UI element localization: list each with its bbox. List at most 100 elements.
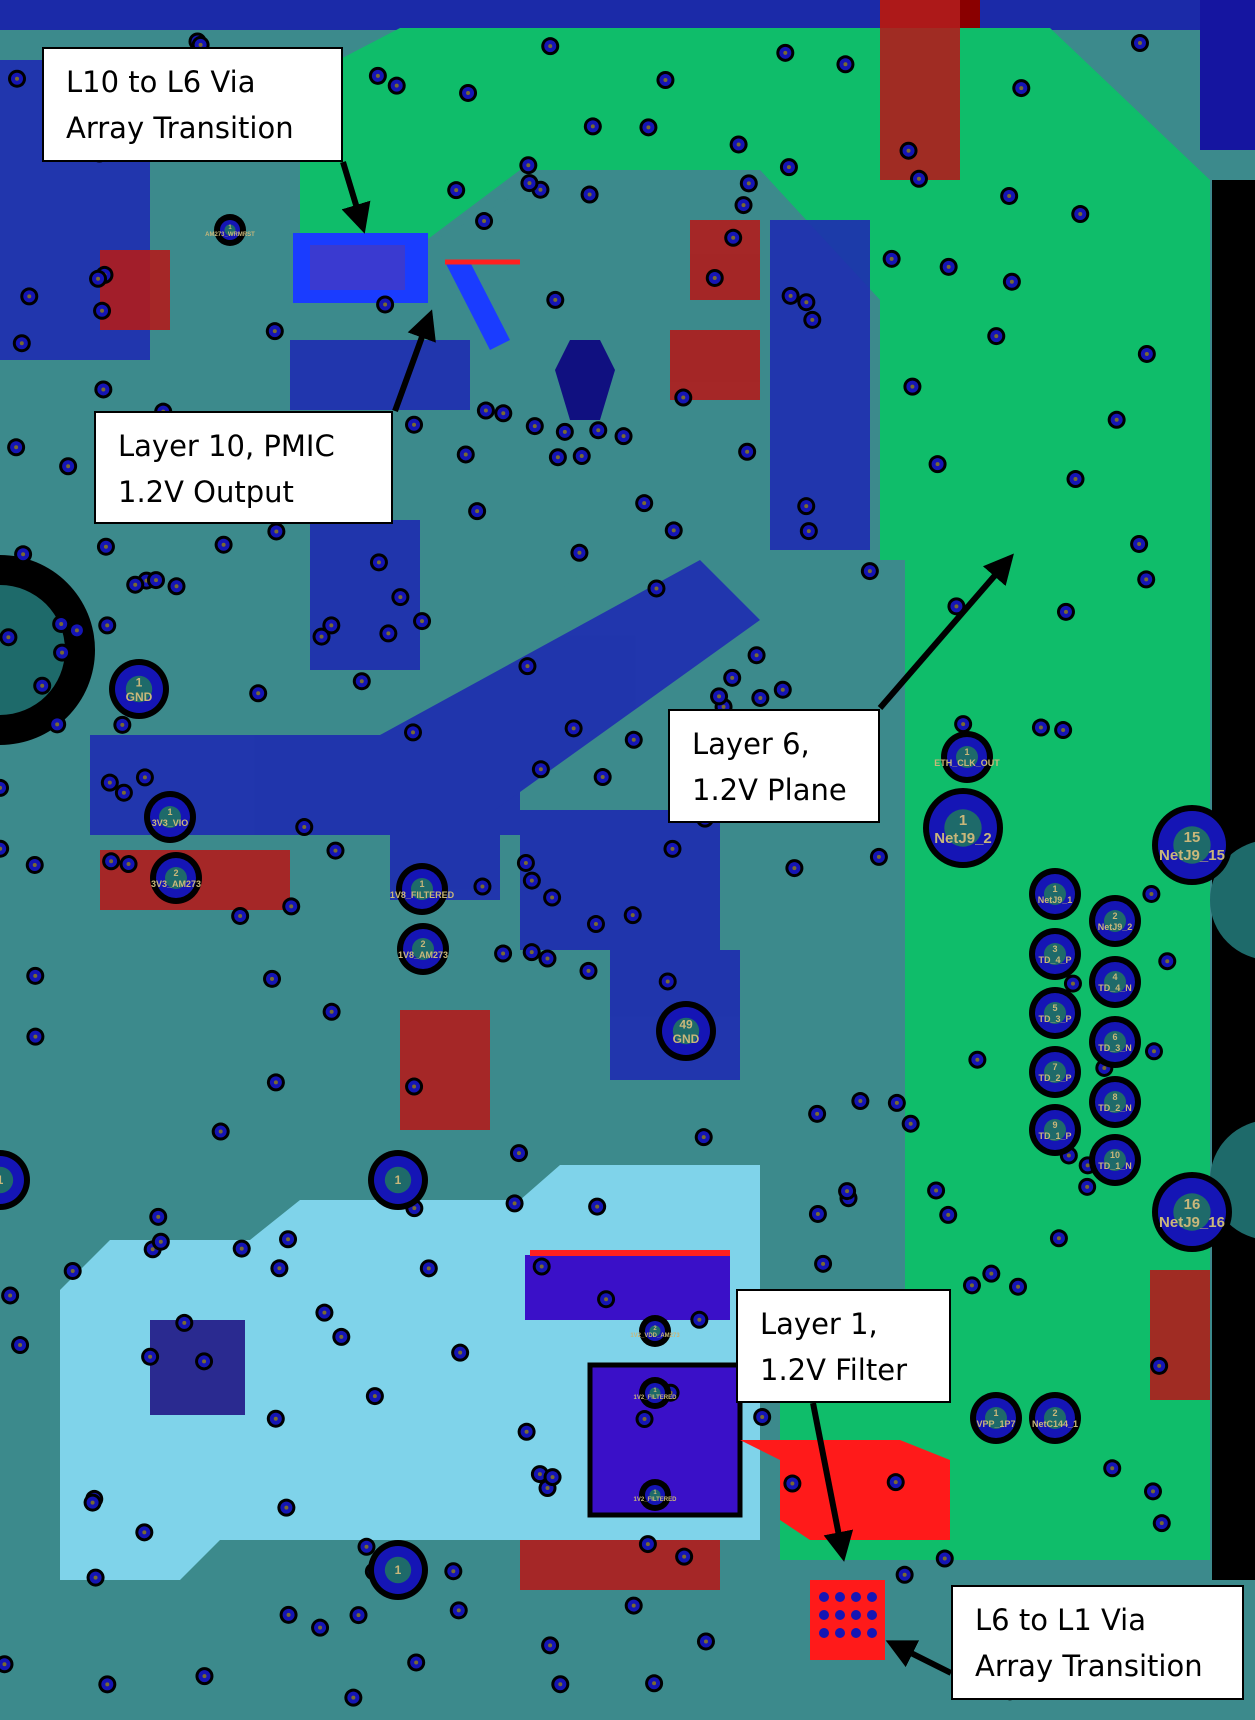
via [332,1327,351,1346]
via [175,1313,194,1332]
pad-number: 9 [1052,1120,1057,1130]
via [586,915,605,934]
via [962,1276,981,1295]
via [723,668,742,687]
via [149,1207,168,1226]
via [322,1002,341,1021]
via [785,859,804,878]
via [519,156,538,175]
via [675,1547,694,1566]
pad-net-label: TD_2_N [1098,1103,1132,1113]
via [376,295,395,314]
via [738,442,757,461]
arrow-l10-l6-via [340,161,371,234]
via [658,972,677,991]
via [266,1073,285,1092]
via [1056,602,1075,621]
via [151,1232,170,1251]
via [265,322,284,341]
via [939,1205,958,1224]
via [656,70,675,89]
via [851,1628,861,1638]
pad-net-label: NetJ9_15 [1159,847,1225,864]
connector-pad: 1 [368,1540,428,1600]
via [100,773,119,792]
via [476,401,495,420]
via [954,715,973,734]
via [548,448,567,467]
via [48,715,67,734]
via [835,1628,845,1638]
layer1-1v2-filter [740,1440,950,1540]
layer1-pour [525,1255,730,1320]
via [773,680,792,699]
pad-number: 10 [1110,1150,1120,1160]
via [404,723,423,742]
l10-via-array-pads [310,245,405,290]
via [895,1565,914,1584]
via [1103,1459,1122,1478]
via [0,628,18,647]
via [407,1653,426,1672]
via [277,1498,296,1517]
via [516,853,535,872]
arrow-pmic-output [392,309,436,413]
via [734,196,753,215]
pad-number: 1 [0,1173,4,1187]
pad-number: 2 [1112,911,1117,921]
via [365,1387,384,1406]
pad-net-label: NetJ9_16 [1159,1214,1225,1231]
via [541,1636,560,1655]
via [597,1290,616,1309]
via [623,906,642,925]
via [473,877,492,896]
via [797,497,816,516]
via [664,521,683,540]
via [1137,344,1156,363]
connector-pad: 8TD_2_N [1089,1076,1141,1128]
pad-number: 3 [1052,944,1057,954]
via [903,377,922,396]
pad-number: 16 [1184,1196,1201,1213]
via [368,66,387,85]
via [867,1610,877,1620]
via [444,1562,463,1581]
pad-net-label: 1V2_FILTERED [634,1395,678,1401]
via [572,447,591,466]
via [835,1610,845,1620]
callout-line: Layer 6, [692,727,810,761]
top-copper-band [0,0,1255,30]
via [779,158,798,177]
via [231,906,250,925]
pad-number: 2 [1052,1408,1057,1418]
via [0,839,10,858]
via [141,1347,160,1366]
via [724,228,743,247]
via [747,646,766,665]
pad-net-label: NetJ9_2 [1098,922,1133,932]
via [851,1092,870,1111]
pad-net-label: 1V2_FILTERED [634,1497,678,1503]
via [0,1655,14,1674]
via [909,169,928,188]
via [447,181,466,200]
via [546,290,565,309]
via [819,1628,829,1638]
via [494,404,513,423]
pad-net-label: 3V3_AM273 [151,879,201,889]
via [639,118,658,137]
via [52,614,71,633]
via [311,1618,330,1637]
via [1054,721,1073,740]
annotation-arrows [340,161,1014,1676]
